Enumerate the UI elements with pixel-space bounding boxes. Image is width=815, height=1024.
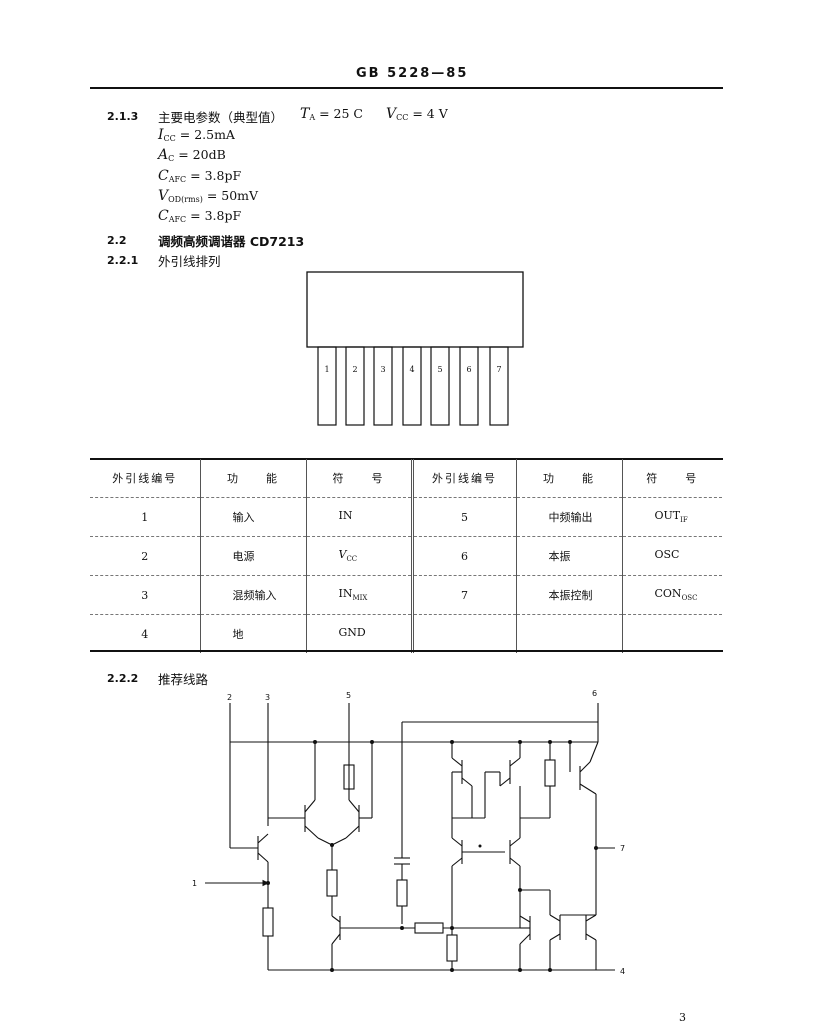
- table-row: 4 地 GND: [90, 614, 722, 654]
- section-title-2-2: 调频高频调谐器 CD7213: [158, 234, 305, 249]
- cell-pin: 4: [90, 614, 201, 653]
- table-row: 2 电源 VCC 6 本振 OSC: [90, 536, 722, 576]
- circuit-label-pin4: 4: [620, 967, 625, 976]
- cell-symbol: IN: [306, 497, 414, 537]
- section-number-2-2: 2.2: [107, 234, 127, 247]
- pin-label: 6: [466, 365, 471, 374]
- cell-symbol: OUTIF: [622, 497, 722, 537]
- cell-function: 地: [200, 614, 307, 653]
- param-cafc-2: CAFC = 3.8pF: [158, 208, 242, 224]
- cell-function: 电源: [200, 536, 307, 576]
- table-row: 1 输入 IN 5 中频输出 OUTIF: [90, 497, 722, 537]
- header-function: 功 能: [516, 459, 623, 498]
- circuit-label-pin5: 5: [346, 691, 351, 700]
- header-symbol: 符 号: [622, 459, 722, 498]
- circuit-label-pin1: 1: [192, 879, 197, 888]
- table-bottom-rule: [90, 650, 723, 652]
- section-title-2-2-2: 推荐线路: [158, 672, 209, 687]
- circuit-label-pin3: 3: [265, 693, 270, 702]
- cell-function: 本振: [516, 536, 623, 576]
- cell-pin: 3: [90, 575, 201, 615]
- header-symbol: 符 号: [306, 459, 414, 498]
- header-pin: 外引线编号: [90, 459, 201, 498]
- package-pinout-diagram: 1 2 3 4 5 6 7: [306, 271, 524, 426]
- cell-symbol: [622, 615, 722, 654]
- cell-symbol: OSC: [622, 536, 722, 576]
- circuit-label-pin6: 6: [592, 689, 597, 698]
- page-number: 3: [679, 1011, 686, 1024]
- pin-label: 3: [380, 365, 385, 374]
- table-header-row: 外引线编号 功 能 符 号 外引线编号 功 能 符 号: [90, 459, 722, 498]
- section-number-2-1-3: 2.1.3: [107, 110, 139, 123]
- param-ac: AC = 20dB: [158, 147, 226, 163]
- cell-function: 本振控制: [516, 575, 623, 615]
- param-cafc-1: CAFC = 3.8pF: [158, 168, 242, 184]
- section-title-2-1-3: 主要电参数（典型值）: [158, 110, 284, 125]
- circuit-label-pin2: 2: [227, 693, 232, 702]
- cell-pin: 7: [412, 575, 517, 615]
- cell-symbol: GND: [306, 614, 414, 653]
- section-number-2-2-2: 2.2.2: [107, 672, 139, 685]
- cell-pin: [412, 614, 517, 653]
- circuit-label-pin7: 7: [620, 844, 625, 853]
- circuit-schematic: 2 3 5 6 1 7 4: [192, 689, 625, 976]
- pin-label: 1: [324, 365, 329, 374]
- section-title-2-2-1: 外引线排列: [158, 254, 221, 269]
- pin-label: 2: [352, 365, 357, 374]
- header-rule: [90, 87, 723, 89]
- header-pin: 外引线编号: [412, 459, 517, 498]
- pin-label: 7: [496, 365, 501, 374]
- condition-ta: TA = 25 C: [300, 106, 363, 122]
- cell-symbol: CONOSC: [622, 575, 722, 615]
- cell-function: 输入: [200, 497, 307, 537]
- pin-label: 4: [409, 365, 414, 374]
- condition-vcc: VCC = 4 V: [386, 106, 448, 122]
- pin-label: 5: [437, 365, 442, 374]
- cell-symbol: VCC: [306, 536, 414, 576]
- standard-code: GB 5228—85: [356, 66, 469, 81]
- cell-symbol: INMIX: [306, 575, 414, 615]
- cell-pin: 2: [90, 536, 201, 576]
- param-icc: ICC = 2.5mA: [158, 127, 235, 143]
- cell-pin: 1: [90, 497, 201, 537]
- cell-pin: 5: [412, 497, 517, 537]
- table-row: 3 混频输入 INMIX 7 本振控制 CONOSC: [90, 575, 722, 615]
- param-vod: VOD(rms) = 50mV: [158, 188, 259, 204]
- pin-function-table: 外引线编号 功 能 符 号 外引线编号 功 能 符 号 1 输入 IN 5 中频…: [90, 459, 722, 653]
- header-function: 功 能: [200, 459, 307, 498]
- cell-function: [516, 614, 623, 653]
- section-number-2-2-1: 2.2.1: [107, 254, 139, 267]
- cell-function: 混频输入: [200, 575, 307, 615]
- cell-function: 中频输出: [516, 497, 623, 537]
- cell-pin: 6: [412, 536, 517, 576]
